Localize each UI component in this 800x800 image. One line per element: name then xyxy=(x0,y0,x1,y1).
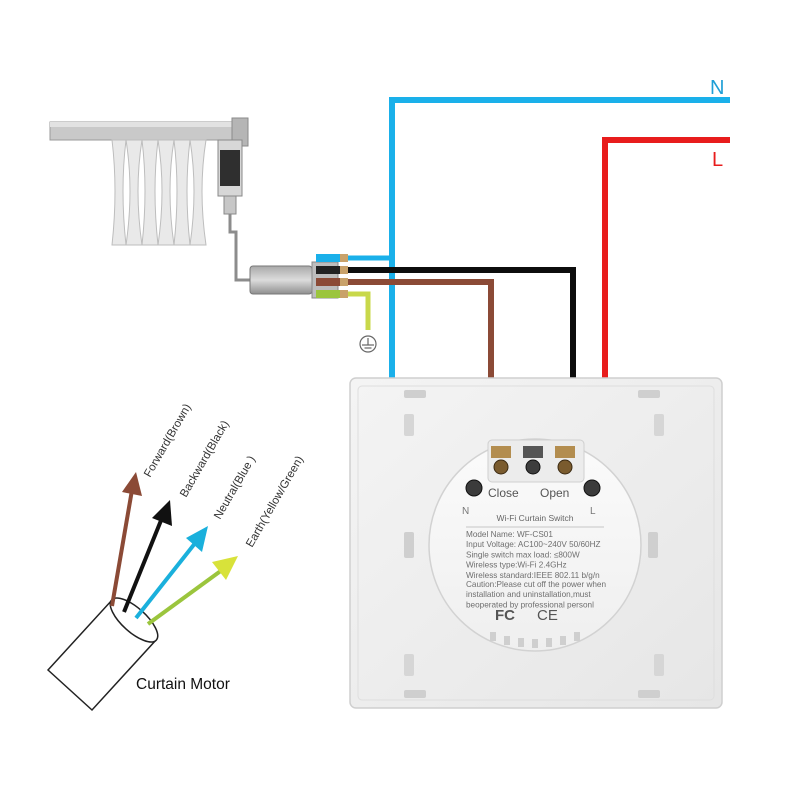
forward-arrow-icon xyxy=(122,472,142,496)
motor-cable xyxy=(228,214,250,282)
earth-arrow-icon xyxy=(212,556,238,580)
neutral-arrow-shaft xyxy=(134,540,198,620)
backward-wire-label: Backward(Black) xyxy=(178,419,232,500)
cable-connector xyxy=(249,254,348,299)
backward-arrow-icon xyxy=(152,500,172,526)
forward-wire-label: Forward(Brown) xyxy=(142,402,194,480)
caution-text: Caution:Please cut off the power whenins… xyxy=(466,580,606,609)
screw-slot xyxy=(404,532,414,558)
motor-wire-legend: Forward(Brown) Backward(Black) Neutral(B… xyxy=(46,402,306,712)
live-supply-label: L xyxy=(712,149,723,171)
terminal-l-label: L xyxy=(590,506,596,517)
terminal-open-label: Open xyxy=(540,486,569,500)
earth-wire-label: Earth(Yellow/Green) xyxy=(244,454,306,549)
earth-arrow-shaft xyxy=(146,568,224,626)
forward-arrow-shaft xyxy=(110,489,134,607)
terminal-n-screw xyxy=(465,479,483,497)
ce-mark: CE xyxy=(537,607,558,624)
switch-module: Close Open N L Wi-Fi Curtain Switch Mode… xyxy=(428,438,642,652)
terminal-close-label: Close xyxy=(488,486,519,500)
caution-line: installation and uninstallation,must xyxy=(466,590,591,599)
motor-cylinder xyxy=(46,597,159,712)
mount-slot xyxy=(404,690,426,698)
spec-line: Single switch max load: ≤800W xyxy=(466,550,580,559)
fc-mark: FC xyxy=(495,607,515,624)
backward-arrow-shaft xyxy=(122,517,164,613)
curtain-motor-caption: Curtain Motor xyxy=(136,676,230,693)
spec-line: Wireless type:Wi-Fi 2.4GHz xyxy=(466,561,567,570)
screw-slot xyxy=(648,532,658,558)
caution-line: Caution:Please cut off the power when xyxy=(466,580,606,589)
spec-line: Wireless standard:IEEE 802.11 b/g/n xyxy=(466,571,600,580)
plate-title: Wi-Fi Curtain Switch xyxy=(497,513,574,523)
ground-icon xyxy=(359,335,377,353)
spec-line: Input Voltage: AC100~240V 50/60HZ xyxy=(466,540,601,549)
spec-line: Model Name: WF-CS01 xyxy=(466,530,553,539)
earth-wire xyxy=(348,291,371,330)
terminal-n-label: N xyxy=(462,506,469,517)
caution-line: beoperated by professional personl xyxy=(466,600,594,609)
neutral-supply-label: N xyxy=(710,77,724,99)
clip-slot xyxy=(404,414,414,436)
clip-slot xyxy=(654,414,664,436)
curtain-motor-illustration xyxy=(49,117,249,246)
mount-slot xyxy=(638,390,660,398)
neutral-arrow-icon xyxy=(186,526,208,552)
vent-teeth xyxy=(490,632,580,648)
backward-wire xyxy=(348,267,576,378)
mount-slot xyxy=(404,390,426,398)
neutral-wire-label: Neutral(Blue ) xyxy=(212,454,258,522)
clip-slot xyxy=(654,654,664,676)
mount-slot xyxy=(638,690,660,698)
terminal-l-screw xyxy=(583,479,601,497)
forward-wire xyxy=(348,279,494,378)
clip-slot xyxy=(404,654,414,676)
